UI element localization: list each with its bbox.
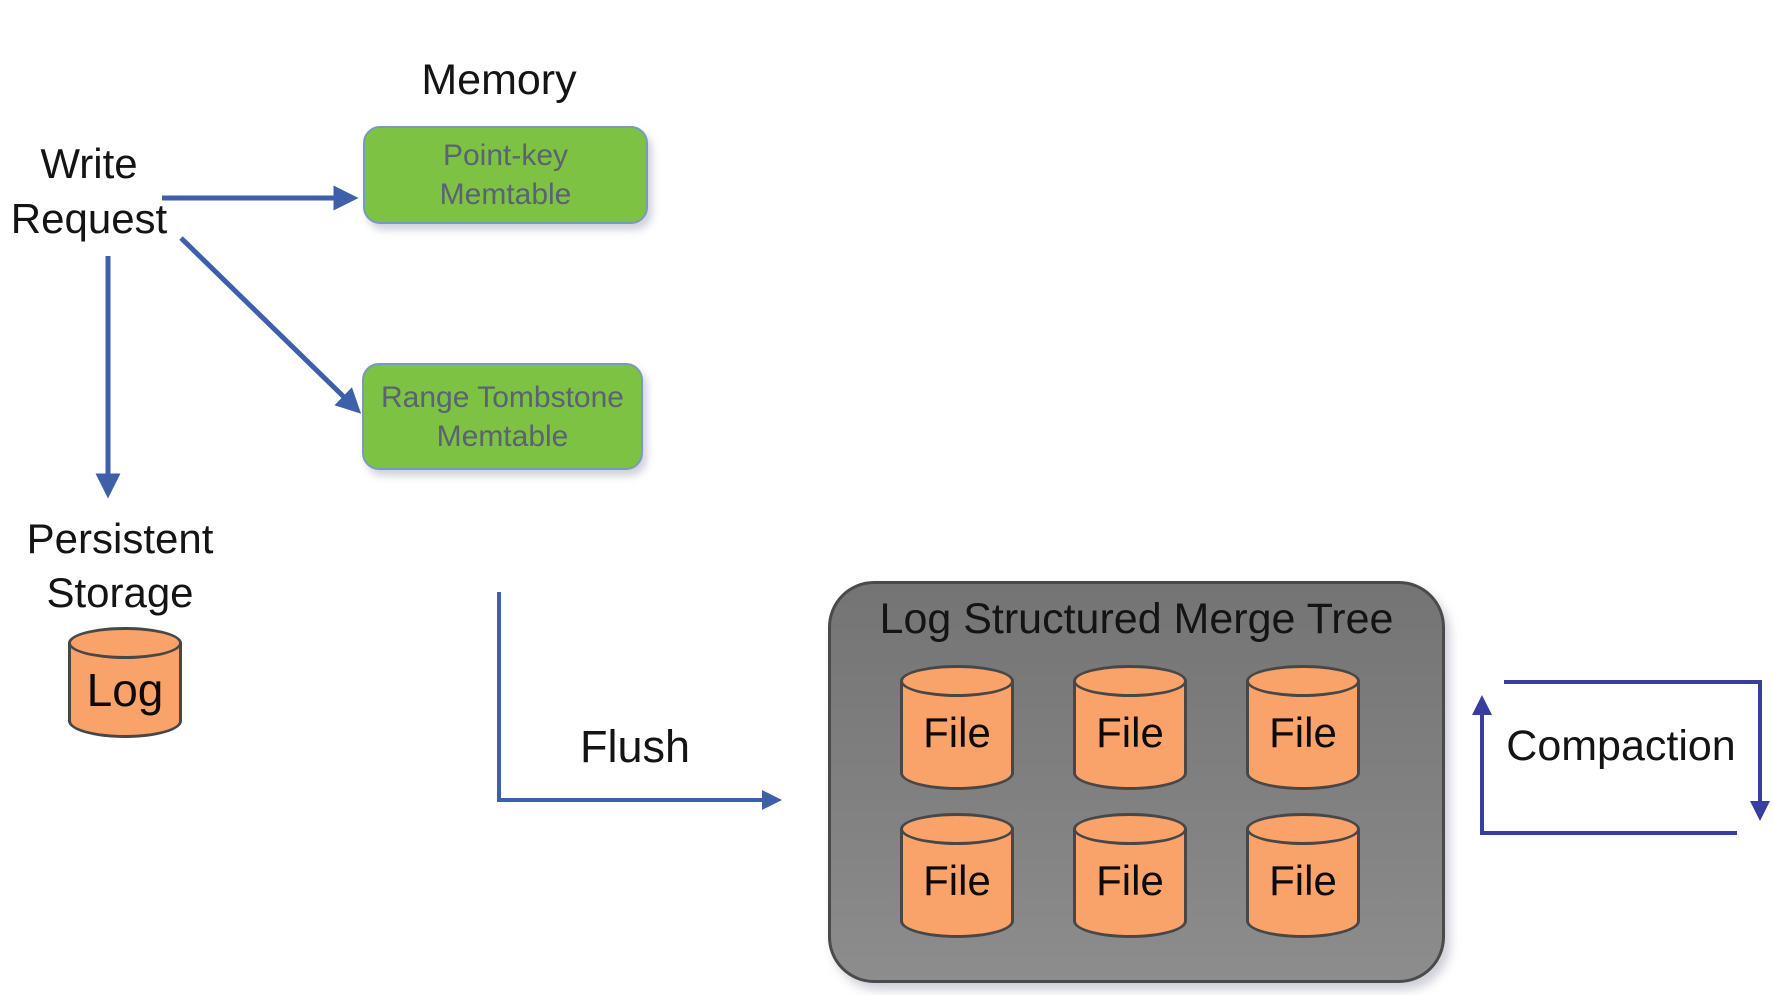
cylinder-body [1246,829,1360,938]
write-to-rangetombstone-arrow [179,236,362,414]
cylinder-top-ellipse [900,813,1014,845]
cylinder-body [900,829,1014,938]
file-cylinder: File [1073,813,1187,938]
file-cylinder: File [1246,665,1360,790]
memory-label: Memory [421,56,577,104]
file-cylinder: File [1073,665,1187,790]
range-tombstone-line1: Range Tombstone [381,380,624,414]
cylinder-body [900,681,1014,790]
compaction-label: Compaction [1506,722,1736,770]
file-label: File [1096,709,1164,756]
cylinder-body [1073,829,1187,938]
cylinder-top-ellipse [68,627,182,659]
range-tombstone-memtable-box: Range Tombstone Memtable [362,363,643,470]
cylinder-top-ellipse [900,665,1014,697]
lsm-tree-title: Log Structured Merge Tree [879,595,1394,643]
persistent-storage-label: Persistent Storage [22,512,218,620]
cylinder-top-ellipse [1073,665,1187,697]
log-label: Log [86,664,164,716]
file-label: File [923,709,991,756]
write-request-label: Write Request [0,136,179,246]
file-cylinder: File [900,665,1014,790]
flush-label: Flush [579,721,691,772]
file-label: File [1269,709,1337,756]
point-key-memtable-line2: Memtable [439,178,572,211]
write-request-line1: Write [40,140,138,187]
file-label: File [1269,857,1337,904]
point-key-memtable-box: Point-key Memtable [363,126,648,224]
cylinder-top-ellipse [1246,813,1360,845]
point-key-memtable-line1: Point-key [442,139,569,172]
file-cylinder: File [900,813,1014,938]
file-cylinder: File [1246,813,1360,938]
persistent-storage-line2: Storage [46,569,194,616]
cylinder-top-ellipse [1073,813,1187,845]
range-tombstone-line2: Memtable [436,419,569,453]
write-request-line2: Request [10,195,168,242]
file-label: File [923,857,991,904]
cylinder-body [1073,681,1187,790]
cylinder-top-ellipse [1246,665,1360,697]
log-cylinder: Log [68,627,182,738]
file-label: File [1096,857,1164,904]
persistent-storage-line1: Persistent [26,515,214,562]
cylinder-body [1246,681,1360,790]
